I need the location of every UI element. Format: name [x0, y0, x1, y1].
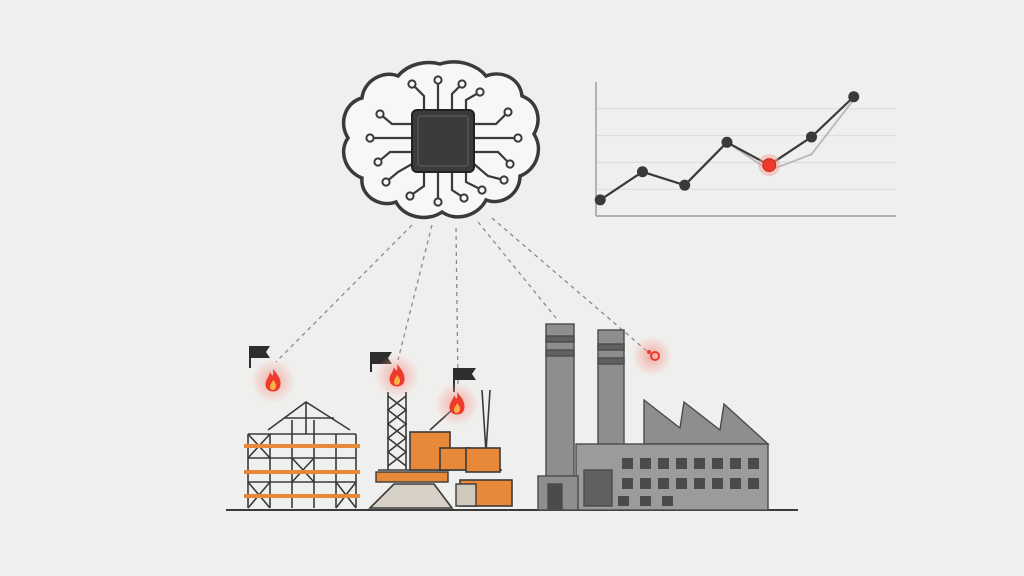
factory-window: [712, 478, 723, 489]
connection-line: [275, 224, 413, 363]
fire-alert-icon: [632, 336, 672, 376]
microchip: [411, 109, 475, 173]
factory-windows: [618, 458, 759, 506]
circuit-traces: [370, 80, 518, 202]
circuit-nodes: [365, 75, 523, 207]
chart-series-line: [599, 98, 855, 201]
factory-window: [662, 496, 673, 506]
factory-window: [676, 458, 687, 469]
chart-series-group: [599, 95, 855, 201]
chart-point: [636, 166, 648, 178]
factory-window: [676, 478, 687, 489]
factory-roof: [643, 398, 770, 445]
chart-points-group: [594, 91, 860, 206]
chart-point: [848, 91, 860, 103]
factory-window: [658, 478, 669, 489]
factory-window: [640, 458, 651, 469]
factory-window: [730, 478, 741, 489]
flag-icon: [249, 346, 270, 368]
factory-window: [640, 478, 651, 489]
factory-window: [694, 478, 705, 489]
scaffold-planks: [244, 444, 360, 498]
chart-point: [679, 179, 691, 191]
factory-window: [622, 458, 633, 469]
factory-window: [730, 458, 741, 469]
connection-line: [477, 221, 557, 319]
chart-point: [721, 136, 733, 148]
factory-window: [622, 478, 633, 489]
connection-line: [397, 224, 433, 361]
chart-grid: [596, 108, 896, 190]
connection-lines: [275, 217, 649, 385]
factory-window: [748, 478, 759, 489]
factory-window: [658, 458, 669, 469]
factory-window: [640, 496, 651, 506]
factory-window: [712, 458, 723, 469]
fire-alert-icon: [435, 382, 479, 426]
factory-window: [694, 458, 705, 469]
brain-chip-icon: [341, 60, 541, 220]
fire-alert-icon: [375, 354, 419, 398]
scaffold-icon: [247, 401, 357, 509]
chart-point-highlight: [762, 158, 777, 173]
connection-line: [455, 227, 459, 385]
factory-window: [618, 496, 629, 506]
factory-window: [748, 458, 759, 469]
drilling-rig-icon: [368, 389, 513, 509]
fire-alert-icon: [251, 359, 295, 403]
chart-point: [594, 194, 606, 206]
chart-point: [805, 131, 817, 143]
line-chart: [594, 82, 896, 217]
